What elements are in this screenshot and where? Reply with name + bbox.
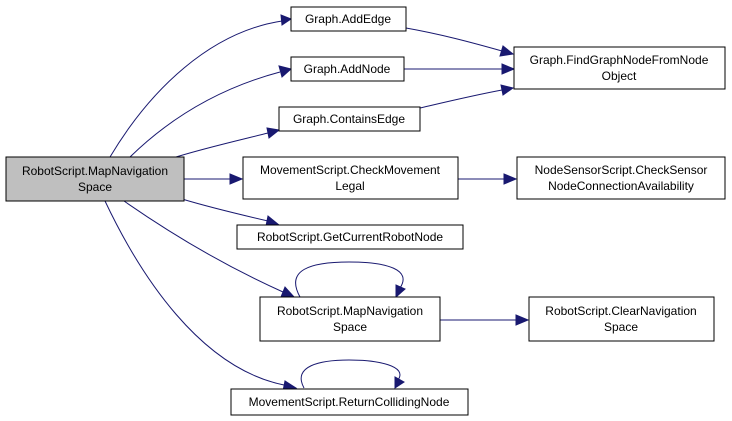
graph-node-map-navigation-space[interactable]: RobotScript.MapNavigation Space [259,296,441,342]
node-label: RobotScript.GetCurrentRobotNode [257,230,443,244]
graph-node-contains-edge[interactable]: Graph.ContainsEdge [278,106,421,132]
node-label-line-2: Space [78,180,112,194]
node-label-line-2: NodeConnectionAvailability [548,179,694,193]
edge-map-navigation-space-self-loop [295,261,406,299]
node-label-line-1: RobotScript.MapNavigation [22,164,168,178]
graph-node-check-sensor-node-connection-availability[interactable]: NodeSensorScript.CheckSensor NodeConnect… [516,156,726,200]
edge-check-movement-legal-to-check-sensor-node [458,173,518,185]
edge-root-to-add-node [129,65,293,158]
node-label-line-1: RobotScript.MapNavigation [277,304,423,318]
edge-root-to-contains-edge [175,127,281,158]
edges [104,14,530,392]
graph-node-add-node[interactable]: Graph.AddNode [290,56,405,82]
edge-root-to-add-edge [109,14,293,158]
node-label-line-1: RobotScript.ClearNavigation [545,304,696,318]
node-label: Graph.ContainsEdge [293,112,405,126]
edge-contains-edge-to-find-graph-node [419,84,515,109]
graph-node-clear-navigation-space[interactable]: RobotScript.ClearNavigation Space [528,296,715,342]
node-label-line-1: Graph.FindGraphNodeFromNode [530,53,709,67]
graph-node-add-edge[interactable]: Graph.AddEdge [290,6,407,32]
node-label-line-1: MovementScript.CheckMovement [260,163,441,177]
node-label-line-2: Space [333,320,367,334]
edge-root-to-get-current-robot-node [181,198,281,227]
node-label-line-2: Space [604,320,638,334]
edge-return-colliding-node-self-loop [300,359,405,389]
edge-add-node-to-find-graph-node [404,63,516,75]
graph-node-check-movement-legal[interactable]: MovementScript.CheckMovement Legal [242,156,459,200]
node-label-line-2: Object [602,69,637,83]
graph-node-root-map-navigation-space[interactable]: RobotScript.MapNavigation Space [5,156,185,202]
edge-root-to-check-movement-legal [184,173,244,185]
graph-node-get-current-robot-node[interactable]: RobotScript.GetCurrentRobotNode [236,224,464,250]
graph-node-return-colliding-node[interactable]: MovementScript.ReturnCollidingNode [230,388,469,416]
edge-map-navigation-space-to-clear-navigation-space [440,314,530,326]
node-label: MovementScript.ReturnCollidingNode [249,395,450,409]
node-label: Graph.AddNode [304,62,391,76]
node-label-line-1: NodeSensorScript.CheckSensor [535,163,708,177]
node-label: Graph.AddEdge [305,12,391,26]
graph-node-find-graph-node-from-node-object[interactable]: Graph.FindGraphNodeFromNode Object [513,46,726,90]
edge-add-edge-to-find-graph-node [405,27,515,57]
node-label-line-2: Legal [335,179,364,193]
